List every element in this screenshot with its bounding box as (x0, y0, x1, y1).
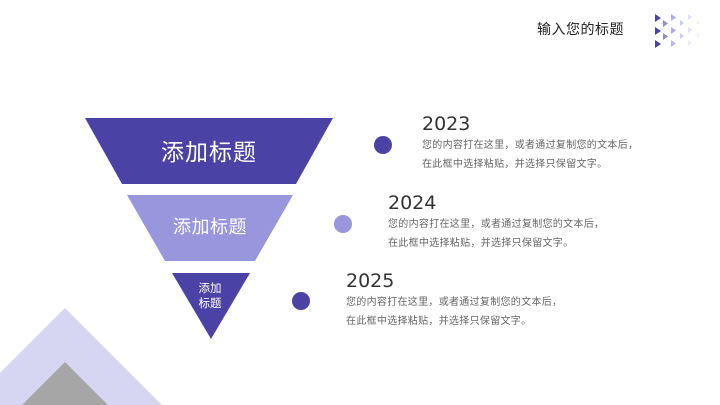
timeline-desc-line2: 在此框中选择粘贴，并选择只保留文字。 (422, 159, 608, 170)
funnel-label-1: 添加标题 (161, 140, 257, 166)
timeline-desc-line1: 您的内容打在这里，或者通过复制您的文本后， (346, 297, 563, 308)
timeline-dot-2025 (292, 292, 310, 310)
header-title: 输入您的标题 (537, 22, 624, 38)
timeline-year-2023: 2023 (422, 113, 471, 135)
decor-lavender-triangle (0, 308, 162, 405)
timeline-desc-line1: 您的内容打在这里，或者通过复制您的文本后， (388, 219, 605, 230)
timeline-desc-line2: 在此框中选择粘贴，并选择只保留文字。 (346, 316, 532, 327)
timeline-dot-2023 (374, 136, 392, 154)
decor-gray-triangle (22, 362, 108, 405)
triangle-arrow-pattern-icon (655, 14, 700, 48)
timeline-year-2024: 2024 (388, 192, 437, 214)
timeline-desc-line2: 在此框中选择粘贴，并选择只保留文字。 (388, 238, 574, 249)
timeline-desc-2023: 您的内容打在这里，或者通过复制您的文本后， 在此框中选择粘贴，并选择只保留文字。 (422, 136, 638, 174)
funnel-label-2: 添加标题 (173, 217, 247, 238)
funnel-label-3: 添加 标题 (190, 281, 230, 311)
funnel-label-3-line2: 标题 (198, 296, 222, 310)
funnel-level-3 (172, 273, 250, 339)
funnel-level-1 (85, 118, 333, 184)
funnel-label-3-line1: 添加 (198, 281, 222, 295)
timeline-desc-2025: 您的内容打在这里，或者通过复制您的文本后， 在此框中选择粘贴，并选择只保留文字。 (346, 293, 562, 331)
timeline-desc-line1: 您的内容打在这里，或者通过复制您的文本后， (422, 140, 639, 151)
funnel-level-2 (127, 195, 293, 261)
timeline-year-2025: 2025 (346, 270, 395, 292)
timeline-desc-2024: 您的内容打在这里，或者通过复制您的文本后， 在此框中选择粘贴，并选择只保留文字。 (388, 215, 604, 253)
timeline-dot-2024 (334, 215, 352, 233)
